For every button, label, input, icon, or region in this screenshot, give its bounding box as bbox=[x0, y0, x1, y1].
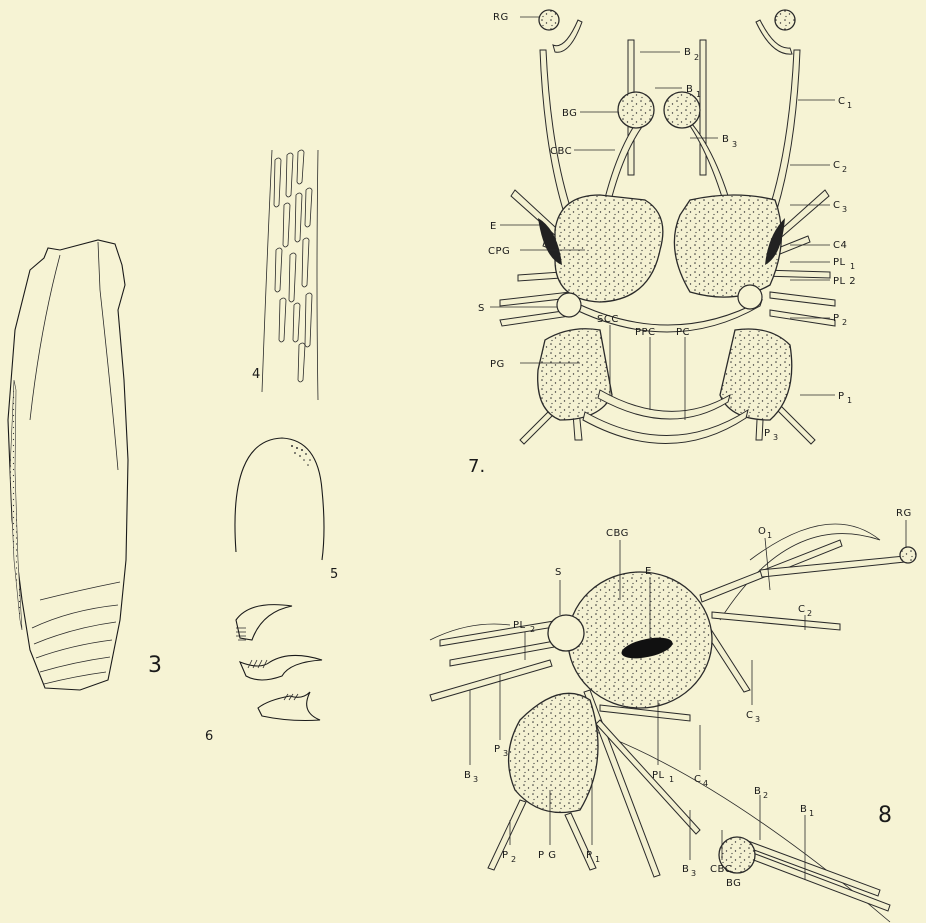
figure-5-outline bbox=[235, 438, 324, 560]
fig8-label-b2: B bbox=[754, 786, 761, 797]
fig8-label-o1: O bbox=[758, 526, 766, 537]
fig7-label-b3: B bbox=[722, 134, 729, 145]
fig8-label-p2-sub: 2 bbox=[511, 855, 516, 864]
fig8-label-c3: C bbox=[746, 710, 753, 721]
fig8-label-p3-sub: 3 bbox=[503, 749, 508, 758]
fig7-label-pg: PG bbox=[490, 359, 505, 370]
fig7-label-c2-sub: 2 bbox=[842, 165, 847, 174]
fig8-label-pl2: PL bbox=[513, 620, 526, 631]
fig7-label-e: E bbox=[490, 221, 497, 232]
fig7-label-p3: P bbox=[764, 428, 771, 439]
fig8-label-pg: P G bbox=[538, 850, 556, 861]
fig8-label-cbc: CBC bbox=[710, 864, 732, 875]
fig8-label-b1: B bbox=[800, 804, 807, 815]
fig7-label-c4: C4 bbox=[833, 240, 847, 251]
fig8-label-e: E bbox=[645, 566, 652, 577]
fig7-label-p3-sub: 3 bbox=[773, 433, 778, 442]
fig7-label-b1: B bbox=[686, 84, 693, 95]
fig8-label-c4: C bbox=[694, 774, 701, 785]
fig8-label-b3-left-sub: 3 bbox=[473, 775, 478, 784]
fig7-label-s: S bbox=[478, 303, 485, 314]
figure-7-diagram bbox=[490, 10, 835, 444]
fig8-label-cbg: CBG bbox=[606, 528, 629, 539]
figure-8-number: 8 bbox=[878, 803, 892, 828]
figure-3-shell bbox=[8, 240, 128, 690]
fig8-label-pl1: PL bbox=[652, 770, 665, 781]
fig7-label-b2-sub: 2 bbox=[694, 53, 699, 62]
figure-3-number: 3 bbox=[148, 653, 162, 678]
fig8-label-p2: P bbox=[502, 850, 509, 861]
figure-6-number: 6 bbox=[205, 729, 214, 744]
fig7-label-b1-sub: 1 bbox=[696, 90, 701, 99]
fig8-label-b3-left: B bbox=[464, 770, 471, 781]
fig7-label-p2-sub: 2 bbox=[842, 318, 847, 327]
fig7-label-rg: RG bbox=[493, 12, 509, 23]
fig7-label-scc: SCC bbox=[597, 314, 619, 325]
fig7-label-bg: BG bbox=[562, 108, 577, 119]
fig7-label-ppc: PPC bbox=[635, 327, 656, 338]
fig7-label-p1: P bbox=[838, 391, 845, 402]
fig8-label-p3: P bbox=[494, 744, 501, 755]
fig8-label-rg: RG bbox=[896, 508, 912, 519]
fig8-label-c3-sub: 3 bbox=[755, 715, 760, 724]
fig7-label-pl1-sub: 1 bbox=[850, 262, 855, 271]
fig8-label-pl2-sub: 2 bbox=[530, 625, 535, 634]
fig7-label-cpg: CPG bbox=[488, 246, 510, 257]
fig7-label-pl2: PL 2 bbox=[833, 276, 856, 287]
fig8-label-c2: C bbox=[798, 604, 805, 615]
fig7-label-p1-sub: 1 bbox=[847, 396, 852, 405]
figure-7-number: 7. bbox=[468, 456, 485, 477]
figure-4-tissue bbox=[262, 150, 318, 400]
fig8-label-p1-sub: 1 bbox=[595, 855, 600, 864]
fig7-label-c1: C bbox=[838, 96, 845, 107]
fig7-label-c1-sub: 1 bbox=[847, 101, 852, 110]
fig8-label-c4-sub: 4 bbox=[703, 779, 708, 788]
fig8-label-p1: P bbox=[586, 850, 593, 861]
figure-4-number: 4 bbox=[252, 367, 261, 382]
fig7-label-b2: B bbox=[684, 47, 691, 58]
fig8-label-b3-right-sub: 3 bbox=[691, 869, 696, 878]
fig8-label-s: S bbox=[555, 567, 562, 578]
fig7-label-b3-sub: 3 bbox=[732, 140, 737, 149]
fig8-label-bg: BG bbox=[726, 878, 741, 889]
fig7-label-pl1: PL bbox=[833, 257, 846, 268]
fig7-label-c2: C bbox=[833, 160, 840, 171]
fig8-label-b1-sub: 1 bbox=[809, 809, 814, 818]
fig8-label-pl1-sub: 1 bbox=[669, 775, 674, 784]
fig7-label-pc: PC bbox=[676, 327, 690, 338]
fig7-label-c3-sub: 3 bbox=[842, 205, 847, 214]
fig8-label-b2-sub: 2 bbox=[763, 791, 768, 800]
figure-8-diagram bbox=[430, 520, 916, 922]
fig7-label-p2: P bbox=[833, 313, 840, 324]
fig8-label-o1-sub: 1 bbox=[767, 531, 772, 540]
figure-6-hooks bbox=[236, 605, 322, 721]
fig7-label-cbc: CBC bbox=[550, 146, 572, 157]
fig8-label-c2-sub: 2 bbox=[807, 609, 812, 618]
fig7-label-c3: C bbox=[833, 200, 840, 211]
fig8-label-b3-right: B bbox=[682, 864, 689, 875]
figure-5-number: 5 bbox=[330, 567, 339, 582]
